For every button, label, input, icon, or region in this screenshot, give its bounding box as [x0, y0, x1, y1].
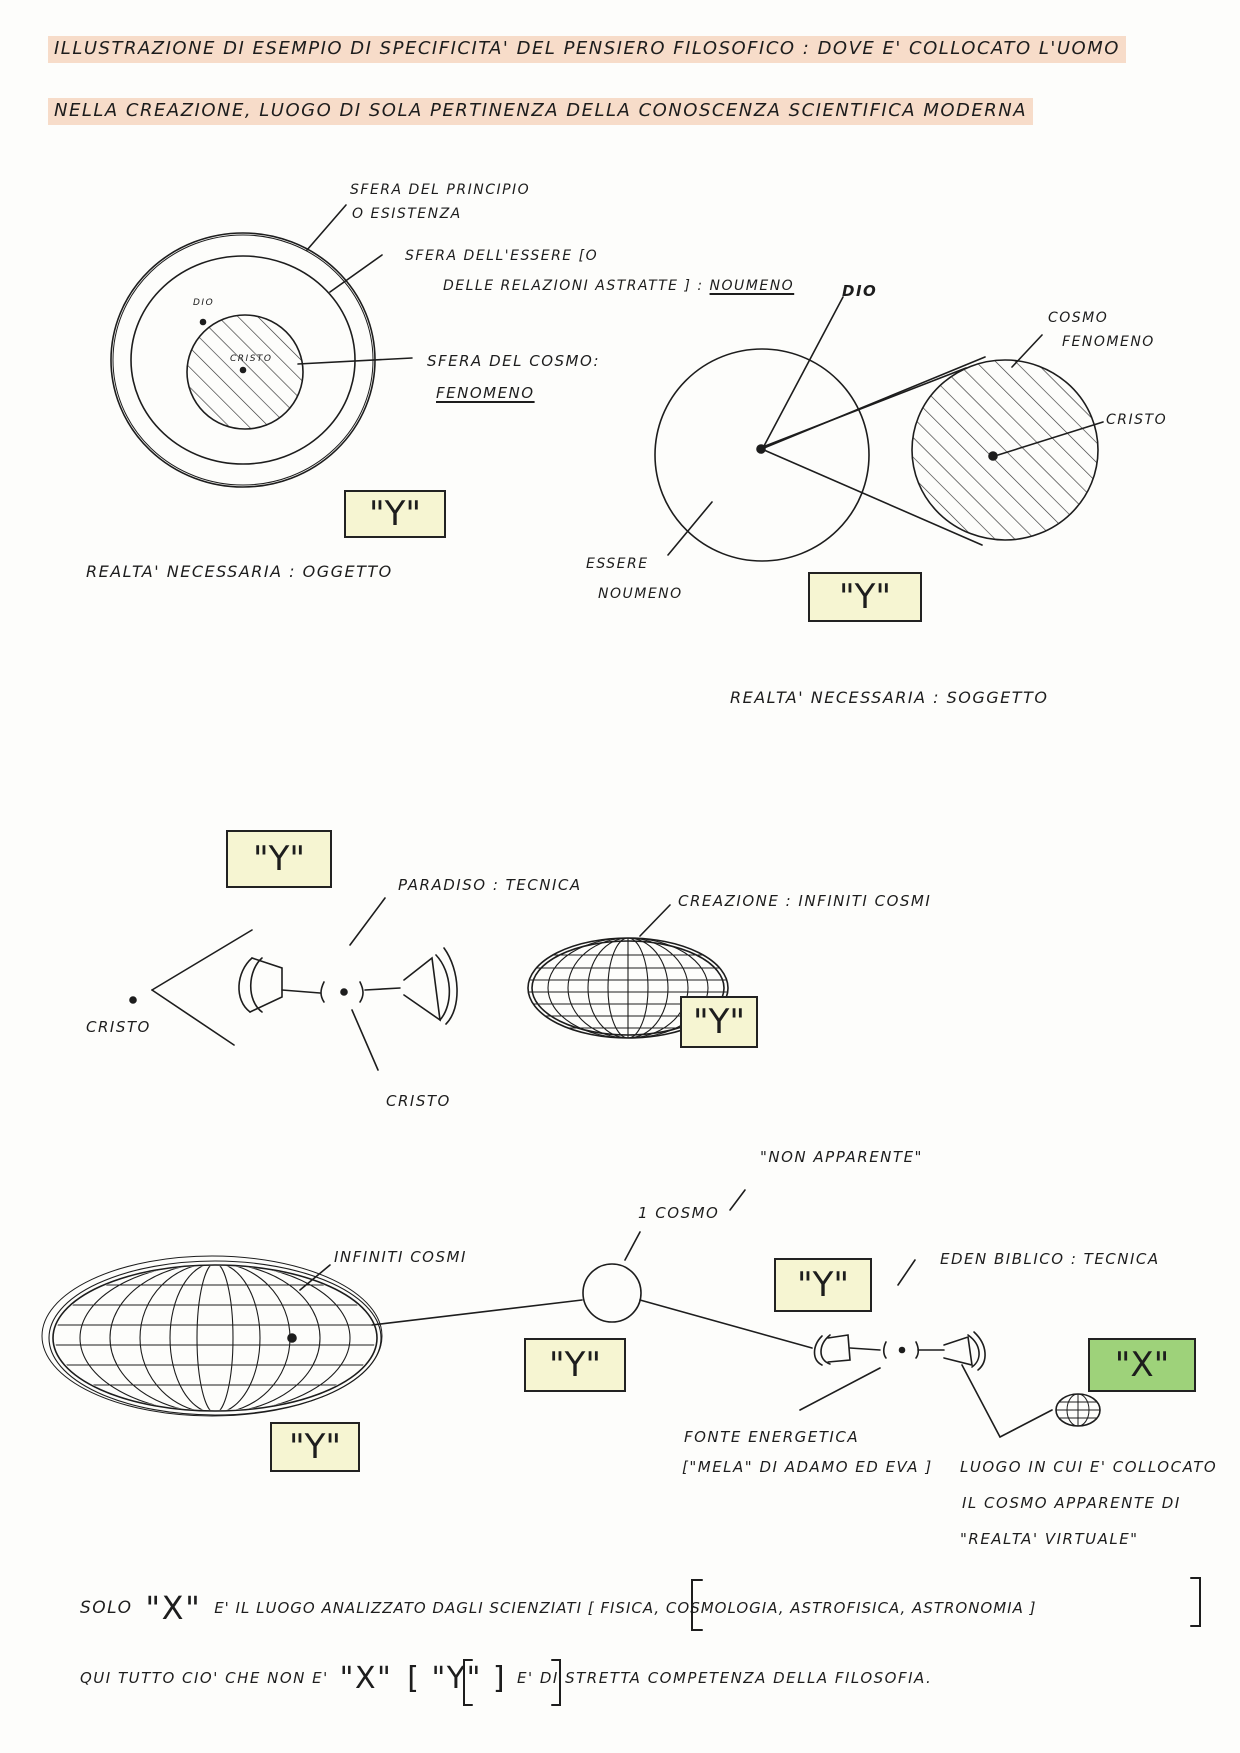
- label-sfera-principio: Sfera del principio: [350, 182, 531, 198]
- box-y-diagram4-left: "Y": [270, 1422, 360, 1472]
- box-y-diagram4-top: "Y": [774, 1258, 872, 1312]
- diagram1-spheres: [111, 205, 412, 487]
- caption-oggetto: Realta' necessaria : oggetto: [86, 562, 393, 581]
- label-cristo-2: Cristo: [1106, 412, 1168, 428]
- footer-line-1: Solo "X" e' il luogo analizzato dagli sc…: [80, 1588, 1036, 1628]
- label-cristo-1: Cristo: [230, 354, 273, 364]
- label-non-apparente: "Non apparente": [760, 1148, 923, 1166]
- label-cristo-3-left: Cristo: [86, 1018, 151, 1036]
- footer-scienziati: e' il luogo analizzato dagli scienziati …: [214, 1599, 1037, 1617]
- label-1-cosmo: 1 cosmo: [638, 1204, 720, 1222]
- label-luogo-1: Luogo in cui e' collocato: [960, 1458, 1218, 1476]
- box-y-diagram3-top: "Y": [226, 830, 332, 888]
- box-y-diagram3-right: "Y": [680, 996, 758, 1048]
- box-y-diagram2: "Y": [808, 572, 922, 622]
- label-cosmo-2: Cosmo: [1048, 310, 1109, 326]
- footer-brackets: [464, 1578, 1200, 1705]
- label-fonte-energetica: Fonte energetica: [684, 1428, 860, 1446]
- circle-1-cosmo: [583, 1264, 641, 1322]
- diagram2-cosmos: [655, 297, 1103, 561]
- circle-essere: [655, 349, 869, 561]
- header-line-2: Nella creazione, luogo di sola pertinenz…: [48, 98, 1034, 125]
- box-y-diagram1: "Y": [344, 490, 446, 538]
- caption-soggetto: Realta' necessaria : soggetto: [730, 688, 1049, 707]
- label-esistenza: o esistenza: [352, 206, 462, 222]
- box-x-scientific: "X": [1088, 1338, 1196, 1392]
- label-fenomeno-2: Fenomeno: [1062, 334, 1155, 350]
- sphere-essere: [131, 256, 355, 464]
- label-infiniti-cosmi: Infiniti cosmi: [334, 1248, 467, 1266]
- globe-small: [1050, 1390, 1105, 1430]
- label-noumeno-2: Noumeno: [598, 586, 683, 602]
- box-y-diagram4-mid: "Y": [524, 1338, 626, 1392]
- label-eden: Eden biblico : tecnica: [940, 1250, 1160, 1268]
- label-essere-2: Essere: [586, 556, 649, 572]
- label-sfera-essere: Sfera dell'essere [o: [405, 248, 599, 264]
- globe-infiniti-cosmi: [40, 1256, 390, 1416]
- label-luogo-2: il cosmo apparente di: [962, 1494, 1181, 1512]
- footer-x-1: "X": [145, 1589, 202, 1627]
- footer-line-2: Qui tutto cio' che non e' "X" [ "Y" ] e'…: [80, 1660, 932, 1698]
- label-dio-1: Dio: [193, 298, 215, 308]
- label-luogo-3: "Realta' virtuale": [960, 1530, 1139, 1548]
- label-paradiso: Paradiso : tecnica: [398, 876, 582, 894]
- footer-x-2: "X": [339, 1661, 393, 1696]
- label-mela: ["Mela" di Adamo ed Eva ]: [682, 1458, 933, 1476]
- diagram3-paradiso: [130, 898, 740, 1070]
- footer-solo: Solo: [80, 1598, 133, 1618]
- label-noumeno-1: Noumeno: [709, 278, 795, 294]
- label-fenomeno-1: Fenomeno: [436, 384, 535, 402]
- footer-qui: Qui tutto cio' che non e': [80, 1669, 329, 1687]
- label-relazioni-astratte: delle relazioni astratte ] : Noumeno: [443, 278, 794, 296]
- label-cristo-3-bottom: Cristo: [386, 1092, 451, 1110]
- footer-y: [ "Y" ]: [407, 1661, 507, 1696]
- circle-cosmo: [912, 360, 1098, 540]
- label-creazione: Creazione : infiniti cosmi: [678, 892, 932, 910]
- footer-filosofia: e' di stretta competenza della Filosofia…: [517, 1669, 933, 1687]
- label-dio-2: Dio: [842, 282, 878, 300]
- diagram4-eden: [40, 1190, 1105, 1437]
- label-relazioni-text: delle relazioni astratte ] :: [443, 278, 704, 294]
- header-line-1: Illustrazione di esempio di specificita'…: [48, 36, 1126, 63]
- label-sfera-cosmo: Sfera del cosmo:: [427, 352, 601, 370]
